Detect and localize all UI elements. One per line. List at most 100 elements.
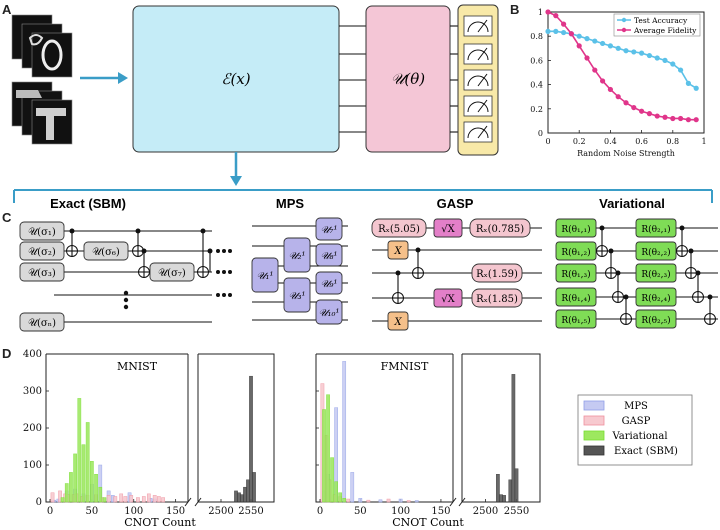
sbm-gate-3: 𝒰(σ₃): [19, 262, 65, 282]
chart-b-frame: [547, 11, 705, 134]
svg-text:R(θ₂,₂): R(θ₂,₂): [641, 247, 670, 258]
svg-text:Rₓ(1.59): Rₓ(1.59): [476, 269, 518, 280]
chart-d-xtick-label: 100: [124, 506, 143, 517]
sbm-gate-1: 𝒰(σ₁): [19, 221, 65, 241]
chart-b-xlabel: Random Noise Strength: [577, 149, 675, 158]
chart-d-bar: [511, 374, 516, 503]
mps-gate-u2: 𝒰₂¹: [283, 237, 311, 273]
chart-d-bar: [243, 486, 247, 503]
chart-d-bar: [113, 496, 118, 503]
svg-text:𝒰(σ₃): 𝒰(σ₃): [28, 268, 56, 279]
chart-d-bar: [378, 499, 383, 503]
variational-gate: R(θ₂,₅): [635, 309, 677, 329]
variational-gate: R(θ₁,₅): [555, 309, 597, 329]
chart-d-bar: [64, 483, 69, 503]
chart-d-xtick-label: 2550: [238, 506, 263, 517]
chart-b-xtick-label: 0.6: [635, 137, 648, 146]
section-bracket: [13, 189, 713, 203]
chart-d-xtick-label: 150: [166, 506, 185, 517]
chart-d-break-mark: [184, 497, 192, 507]
chart-b-point: [646, 52, 653, 59]
mps-gate-u7: 𝒰₇¹: [315, 217, 343, 241]
gasp-gate-sqrtx-2: √X: [433, 288, 463, 308]
chart-b-point: [592, 38, 598, 44]
panel-letter-a: A: [2, 2, 12, 17]
chart-b-point: [592, 67, 598, 73]
section-title-mps: MPS: [276, 196, 305, 211]
chart-b-ytick-label: 0.6: [530, 56, 543, 65]
chart-d-xlabel: CNOT Count: [392, 516, 464, 529]
variational-gate: R(θ₂,₃): [635, 263, 677, 283]
chart-d-xtick-label: 100: [391, 506, 410, 517]
chart-d-bar: [146, 493, 151, 503]
chart-d-bar: [106, 495, 111, 503]
input-arrow: [80, 72, 128, 84]
chart-d-bar: [358, 498, 363, 503]
svg-text:𝒰₇¹: 𝒰₇¹: [320, 225, 337, 236]
chart-b-series-line: [548, 30, 697, 89]
chart-d-title: MNIST: [117, 360, 158, 373]
chart-d-axis: [45, 354, 188, 503]
chart-b-point: [584, 55, 590, 61]
chart-b-point: [693, 85, 699, 91]
chart-d-bar: [157, 496, 161, 503]
mps-gate-u3: 𝒰₃¹: [283, 277, 311, 313]
chart-b-point: [678, 67, 684, 73]
chart-b-ytick-label: 1: [538, 8, 543, 17]
chart-d-bar: [102, 497, 107, 503]
chart-b-point: [553, 13, 559, 19]
mps-gate-u8: 𝒰₈¹: [315, 243, 343, 267]
measurement-meters: [463, 15, 493, 143]
sbm-ellipsis: [123, 249, 232, 310]
svg-text:R(θ₁,₄): R(θ₁,₄): [561, 293, 590, 304]
svg-text:𝒰(σ₆): 𝒰(σ₆): [92, 247, 120, 258]
gasp-gate-rz-185: Rₓ(1.85): [471, 288, 523, 308]
gasp-gate-sqrtx-1: √X: [433, 218, 463, 238]
chart-b-point: [623, 48, 629, 54]
chart-b-point: [662, 114, 668, 120]
chart-d-bar: [237, 492, 241, 503]
chart-b-point: [639, 108, 645, 114]
legend-sbm: Exact (SBM): [583, 445, 678, 457]
chart-b-point: [623, 100, 629, 106]
svg-text:R(θ₁,₃): R(θ₁,₃): [561, 269, 590, 280]
svg-text:Variational: Variational: [611, 431, 667, 442]
gasp-circuit: Rₓ(5.05) √X Rₓ(0.785) X Rₓ(1.59) √X Rₓ(1…: [371, 218, 542, 331]
svg-text:R(θ₂,₁): R(θ₂,₁): [641, 224, 670, 235]
svg-text:𝒰₉¹: 𝒰₉¹: [320, 279, 337, 290]
fmnist-image-stack: [11, 81, 73, 145]
chart-d-bar: [508, 479, 513, 503]
svg-text:R(θ₂,₄): R(θ₂,₄): [641, 293, 670, 304]
variational-cnots: [596, 225, 716, 325]
chart-b-xtick-label: 0: [545, 137, 550, 146]
chart-b-point: [584, 36, 590, 42]
chart-d-bar: [334, 481, 338, 503]
svg-text:R(θ₁,₂): R(θ₁,₂): [561, 247, 590, 258]
svg-text:Rₓ(0.785): Rₓ(0.785): [476, 224, 524, 235]
chart-b-point: [600, 78, 606, 84]
section-title-gasp: GASP: [437, 196, 474, 211]
chart-b-xtick-label: 0.8: [666, 137, 679, 146]
svg-text:R(θ₁,₅): R(θ₁,₅): [561, 315, 590, 326]
chart-d-break-mark: [449, 497, 457, 507]
chart-d-ytick-label: 100: [23, 460, 42, 471]
chart-d-bar: [136, 497, 140, 503]
encoder-label: ℰ(x): [221, 70, 250, 88]
chart-d-bar: [60, 497, 65, 503]
svg-text:𝒰(σₙ): 𝒰(σₙ): [28, 318, 56, 329]
chart-b-point: [607, 43, 614, 49]
gasp-gate-x-1: X: [387, 240, 409, 260]
chart-d-bar: [502, 495, 506, 503]
panel-letter-d: D: [2, 346, 11, 361]
chart-b-point: [607, 86, 614, 93]
legend-d: MPS GASP Variational Exact (SBM): [577, 394, 693, 466]
svg-text:𝒰₁₀¹: 𝒰₁₀¹: [318, 308, 339, 319]
encoder-unitary-wires: [339, 25, 366, 133]
chart-b-point: [693, 117, 699, 123]
chart-b-point: [561, 29, 567, 36]
chart-d-bar: [123, 496, 128, 503]
chart-d-bar: [499, 494, 503, 503]
gasp-gate-rz-159: Rₓ(1.59): [471, 263, 523, 283]
chart-d-bar: [73, 453, 77, 503]
